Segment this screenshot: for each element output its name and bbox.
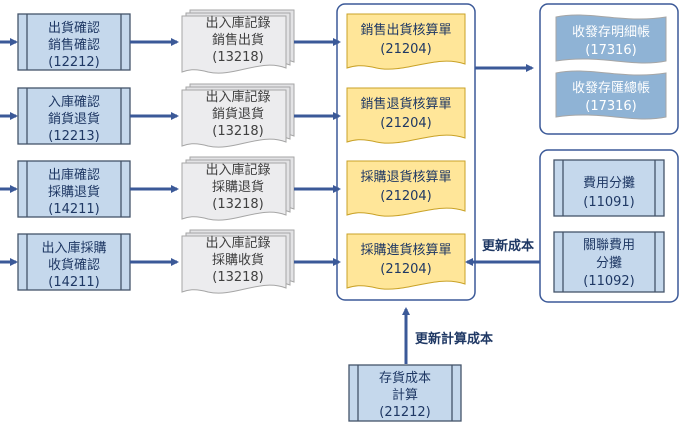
source-process-code: (14211) (48, 202, 100, 217)
expense-process-line1: 關聯費用 (583, 238, 635, 253)
inout-doc-code: (13218) (212, 270, 264, 285)
source-process-code: (14211) (48, 275, 100, 290)
expense-process-1: 費用分攤 (11091) (553, 159, 665, 217)
verification-bill-title: 銷售退貨核算單 (360, 96, 451, 112)
inout-doc-line1: 出入庫記錄 (205, 15, 270, 31)
expense-process-code: (11091) (583, 195, 635, 210)
expense-process-line2: 分攤 (596, 256, 622, 271)
source-process-line2: 銷售確認 (48, 37, 100, 53)
inventory-cost-line1: 存貨成本 (379, 370, 431, 386)
inout-doc-line2: 銷售出貨 (212, 32, 264, 48)
ledger-title: 收發存明細帳 (572, 25, 650, 40)
bills-container (336, 3, 476, 301)
verification-bill-3: 採購退貨核算單 (21204) (346, 160, 466, 217)
ledger-2: 收發存匯總帳 (17316) (555, 70, 667, 120)
verification-bill-code: (21204) (380, 262, 432, 277)
verification-bill-4: 採購進貨核算單 (21204) (346, 233, 466, 290)
source-process-line1: 出貨確認 (48, 20, 100, 36)
verification-bill-2: 銷售退貨核算單 (21204) (346, 87, 466, 144)
inout-doc-code: (13218) (212, 50, 264, 65)
verification-bill-code: (21204) (380, 189, 432, 204)
source-process-line1: 出入庫採購 (41, 241, 106, 256)
update-calc-cost-label: 更新計算成本 (415, 331, 493, 347)
source-process-line2: 銷貨退貨 (48, 111, 100, 127)
source-process-code: (12212) (48, 55, 100, 70)
source-process-line2: 採購退貨 (48, 184, 100, 200)
inout-doc-line1: 出入庫記錄 (205, 162, 270, 178)
update-cost-label: 更新成本 (482, 238, 534, 254)
ledger-title: 收發存匯總帳 (572, 80, 650, 96)
inventory-cost-line2: 計算 (392, 387, 418, 403)
verification-bill-title: 銷售出貨核算單 (360, 22, 451, 38)
inout-doc-line1: 出入庫記錄 (205, 89, 270, 105)
inout-doc-line2: 銷貨退貨 (212, 106, 264, 122)
verification-bill-code: (21204) (380, 116, 432, 131)
ledger-code: (17316) (585, 99, 637, 114)
source-process-code: (12213) (48, 129, 100, 144)
inout-doc-line2: 採購收貨 (212, 252, 264, 268)
inout-doc-code: (13218) (212, 124, 264, 139)
inventory-cost-code: (21212) (379, 405, 431, 420)
source-process-line2: 收貨確認 (48, 257, 100, 273)
ledger-code: (17316) (585, 43, 637, 58)
verification-bill-title: 採購退貨核算單 (360, 169, 451, 185)
ledger-1: 收發存明細帳 (17316) (555, 14, 667, 64)
inout-doc-line2: 採購退貨 (212, 179, 264, 195)
verification-bill-1: 銷售出貨核算單 (21204) (346, 13, 466, 70)
inout-doc-code: (13218) (212, 197, 264, 212)
verification-bill-title: 採購進貨核算單 (360, 242, 451, 258)
source-process-line1: 入庫確認 (48, 94, 100, 110)
source-process-line1: 出庫確認 (48, 167, 100, 183)
inout-doc-line1: 出入庫記錄 (205, 235, 270, 251)
verification-bill-code: (21204) (380, 42, 432, 57)
expense-process-line1: 費用分攤 (583, 176, 635, 191)
expense-process-code: (11092) (583, 274, 635, 289)
